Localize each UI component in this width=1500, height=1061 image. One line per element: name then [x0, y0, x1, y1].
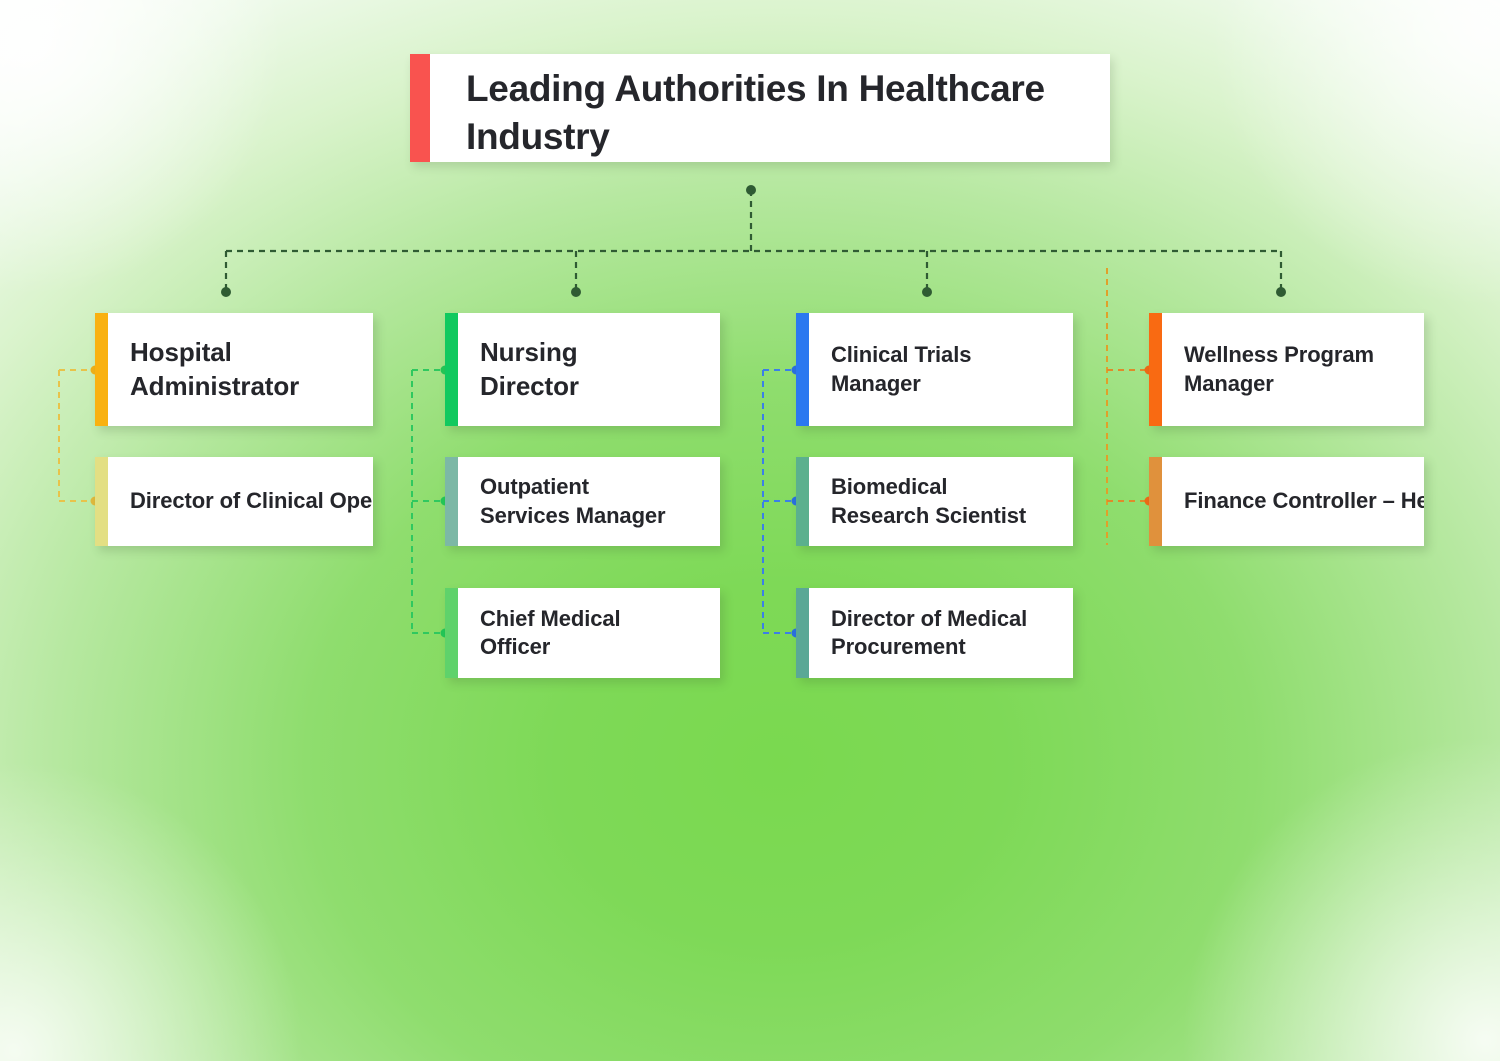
node-wellness-program-manager[interactable]: Wellness Program Manager: [1149, 313, 1424, 426]
node-label: Finance Controller – Healthcare: [1184, 488, 1424, 514]
node-finance-controller-healthcare[interactable]: Finance Controller – Healthcare: [1149, 457, 1424, 546]
node-label: Biomedical Research Scientist: [831, 474, 1027, 528]
column-3-connectors: [762, 365, 801, 638]
node-hospital-administrator[interactable]: Hospital Administrator: [95, 313, 373, 426]
node-clinical-trials-manager[interactable]: Clinical Trials Manager: [796, 313, 1073, 426]
node-label: Wellness Program Manager: [1184, 342, 1374, 396]
node-label: Clinical Trials Manager: [831, 342, 972, 396]
node-accent-bar: [796, 588, 809, 678]
node-accent-bar: [445, 588, 458, 678]
node-label: Hospital Administrator: [130, 337, 300, 401]
node-label: Outpatient Services Manager: [480, 474, 666, 528]
node-accent-bar: [445, 457, 458, 546]
node-label: Director of Medical Procurement: [831, 605, 1028, 659]
node-accent-bar: [95, 457, 108, 546]
title-accent-bar: [410, 54, 430, 162]
column-4-connectors: [1106, 268, 1154, 545]
node-biomedical-research-scientist[interactable]: Biomedical Research Scientist: [796, 457, 1073, 546]
node-accent-bar: [796, 457, 809, 546]
node-accent-bar: [445, 313, 458, 426]
chart-title-card: Leading Authorities In Healthcare Indust…: [410, 54, 1110, 162]
trunk-connector: [221, 185, 1286, 297]
node-accent-bar: [1149, 313, 1162, 426]
node-director-of-clinical-operations[interactable]: Director of Clinical Operations: [95, 457, 373, 546]
node-label: Director of Clinical Operations: [130, 488, 373, 514]
node-nursing-director[interactable]: Nursing Director: [445, 313, 720, 426]
column-2-connectors: [411, 365, 450, 638]
node-label: Nursing Director: [480, 337, 579, 401]
node-chief-medical-officer[interactable]: Chief Medical Officer: [445, 588, 720, 678]
node-accent-bar: [1149, 457, 1162, 546]
node-accent-bar: [796, 313, 809, 426]
column-1-connectors: [58, 365, 100, 506]
page-title: Leading Authorities In Healthcare Indust…: [466, 68, 1045, 158]
node-director-of-medical-procurement[interactable]: Director of Medical Procurement: [796, 588, 1073, 678]
node-accent-bar: [95, 313, 108, 426]
node-label: Chief Medical Officer: [480, 605, 621, 659]
node-outpatient-services-manager[interactable]: Outpatient Services Manager: [445, 457, 720, 546]
